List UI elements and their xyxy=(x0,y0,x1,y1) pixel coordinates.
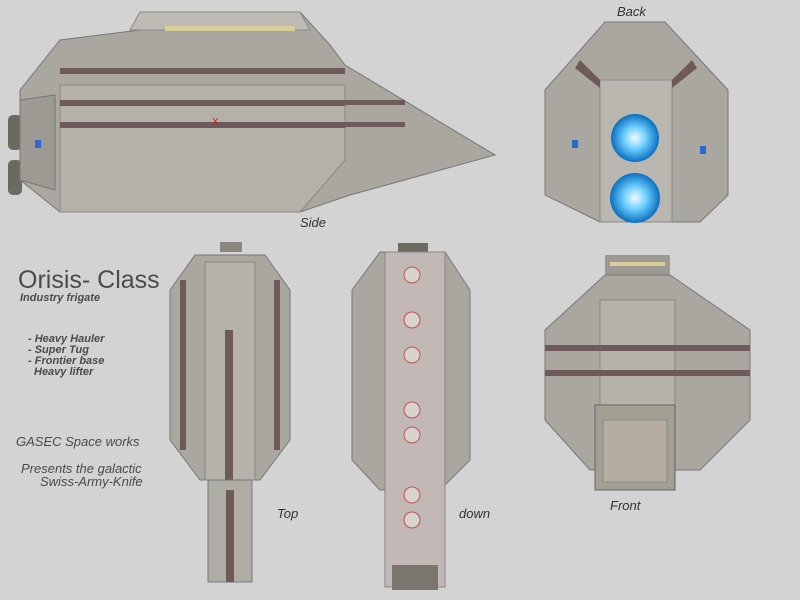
role-item: - Super Tug xyxy=(28,344,89,356)
label-front: Front xyxy=(610,498,641,513)
front-view xyxy=(544,255,751,491)
label-down: down xyxy=(459,506,491,521)
role-list: - Heavy Hauler - Super Tug - Frontier ba… xyxy=(28,334,104,378)
role-item: Heavy lifter xyxy=(34,366,94,378)
label-top: Top xyxy=(277,506,299,521)
top-view xyxy=(169,242,291,583)
label-back: Back xyxy=(617,4,646,19)
engine-upper xyxy=(611,114,659,162)
title: Orisis- Class xyxy=(18,266,160,294)
subtitle: Industry frigate xyxy=(20,292,101,304)
company: GASEC Space works xyxy=(16,434,140,449)
engine-lower xyxy=(610,173,660,223)
tagline-2: Swiss-Army-Knife xyxy=(40,474,143,489)
svg-text:X: X xyxy=(212,117,219,128)
back-view xyxy=(544,21,729,223)
role-item: - Frontier base xyxy=(28,355,105,367)
down-view xyxy=(351,243,471,590)
label-side: Side xyxy=(300,215,327,230)
tagline-1: Presents the galactic xyxy=(21,461,142,476)
role-item: - Heavy Hauler xyxy=(28,333,105,345)
side-view: X xyxy=(8,11,497,213)
